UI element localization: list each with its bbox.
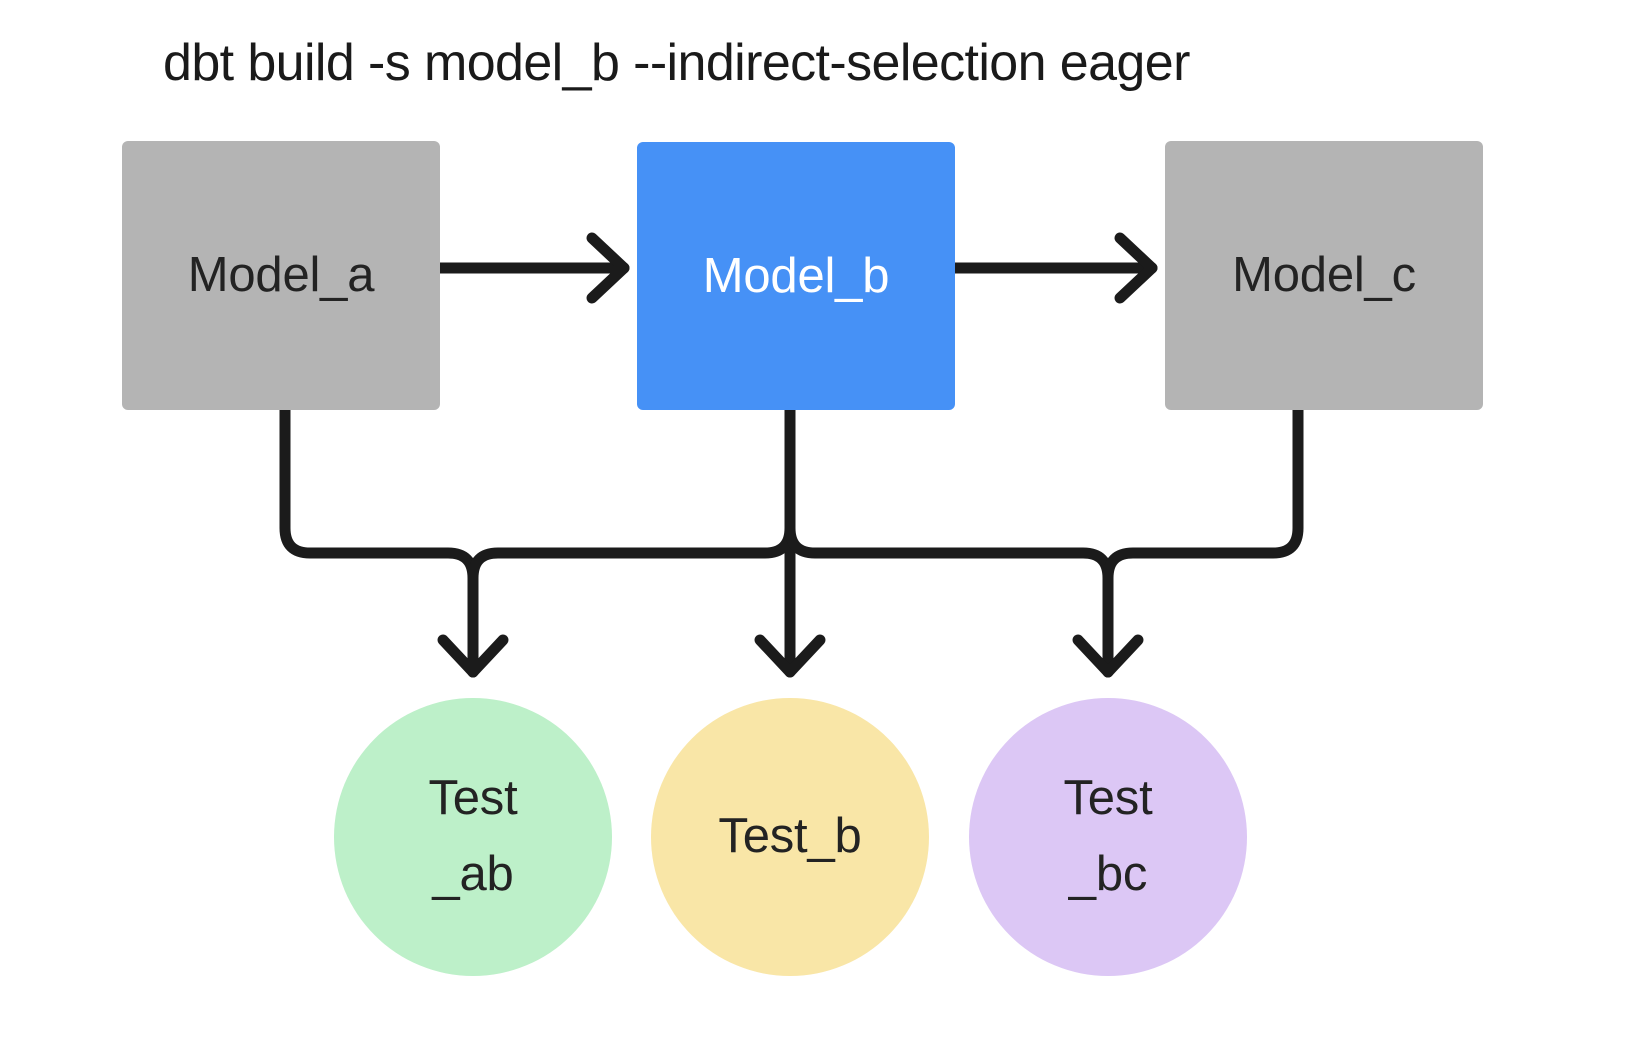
node-model-b-label: Model_b [702, 248, 890, 303]
edge-model-c-to-test-bc [1072, 404, 1304, 678]
edge-model-b-to-test-bc [784, 404, 1114, 678]
node-test-ab-label: Test _ab [428, 771, 518, 901]
node-model-a[interactable]: Model_a [122, 141, 440, 410]
node-test-b-label: Test_b [718, 809, 862, 864]
page-title: dbt build -s model_b --indirect-selectio… [163, 34, 1190, 92]
node-model-c[interactable]: Model_c [1165, 141, 1483, 410]
edge-model-b-to-model-c [949, 232, 1158, 304]
node-model-c-label: Model_c [1232, 248, 1416, 303]
node-test-bc-label: Test _bc [1063, 771, 1153, 901]
node-model-a-label: Model_a [187, 248, 375, 303]
node-model-b[interactable]: Model_b [637, 142, 955, 410]
node-test-bc[interactable]: Test _bc [969, 698, 1247, 976]
node-test-ab[interactable]: Test _ab [334, 698, 612, 976]
edge-model-b-to-test-ab [467, 404, 796, 678]
node-test-b[interactable]: Test_b [651, 698, 929, 976]
edge-model-b-to-test-b [754, 404, 826, 678]
edge-model-a-to-test-ab [279, 404, 509, 678]
